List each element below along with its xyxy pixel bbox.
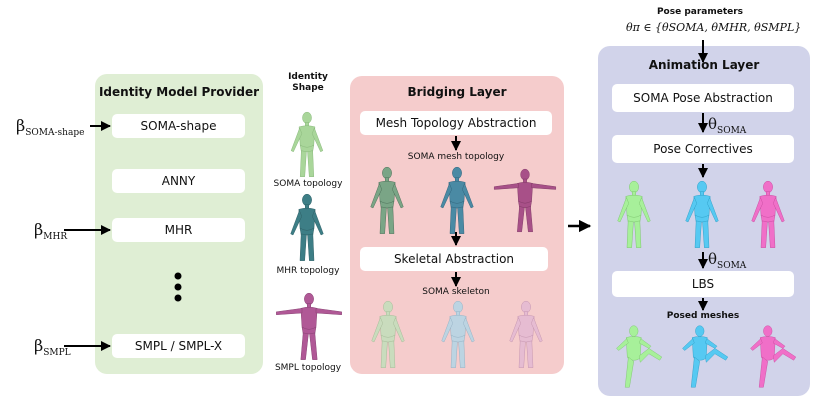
soma-skeleton-label: SOMA skeleton [422, 287, 490, 297]
theta-subscript: SOMA [717, 261, 747, 271]
skeletal-abstraction-box: Skeletal Abstraction [360, 247, 548, 271]
lbs-box: LBS [612, 271, 794, 297]
mhr-box: MHR [112, 218, 245, 242]
beta-symbol: β [16, 116, 26, 135]
soma-topology-label: SOMA topology [273, 179, 343, 189]
beta-subscript: MHR [43, 232, 68, 243]
pose-parameters-heading: Pose parameters [656, 7, 744, 17]
identity-shape-heading: Identity Shape [278, 72, 338, 94]
smpl-box: SMPL / SMPL-X [112, 334, 245, 358]
beta-subscript: SMPL [43, 348, 71, 359]
soma-shape-box: SOMA-shape [112, 114, 245, 138]
ellipsis-dot [174, 283, 182, 291]
beta-subscript: SOMA-shape [25, 128, 85, 139]
beta-symbol: β [34, 220, 44, 239]
soma-mesh-topology-label: SOMA mesh topology [407, 152, 505, 162]
ellipsis-dot [174, 272, 182, 280]
theta-soma-label-1: θSOMA [708, 115, 746, 136]
identity-shape-heading-line1: Identity [288, 72, 328, 82]
pose-correctives-box: Pose Correctives [612, 135, 794, 163]
beta-smpl-label: βSMPL [34, 336, 71, 358]
identity-panel-title: Identity Model Provider [98, 85, 260, 99]
posed-meshes-label: Posed meshes [666, 311, 740, 321]
beta-symbol: β [34, 336, 44, 355]
theta-symbol: θ [708, 115, 718, 133]
theta-subscript: SOMA [717, 126, 747, 136]
ellipsis-dot [174, 294, 182, 302]
anny-box: ANNY [112, 169, 245, 193]
mhr-topology-label: MHR topology [276, 266, 340, 276]
pose-formula: θπ ∈ {θSOMA, θMHR, θSMPL} [626, 21, 802, 34]
smpl-topology-label: SMPL topology [274, 363, 342, 373]
theta-symbol: θ [708, 250, 718, 268]
bridging-panel-title: Bridging Layer [407, 85, 507, 99]
beta-mhr-label: βMHR [34, 220, 67, 242]
animation-panel-title: Animation Layer [648, 58, 760, 72]
identity-shape-heading-line2: Shape [292, 83, 324, 93]
beta-soma-shape-label: βSOMA-shape [16, 116, 84, 138]
soma-pose-abstraction-box: SOMA Pose Abstraction [612, 84, 794, 112]
theta-soma-label-2: θSOMA [708, 250, 746, 271]
mesh-topology-abstraction-box: Mesh Topology Abstraction [360, 111, 552, 135]
